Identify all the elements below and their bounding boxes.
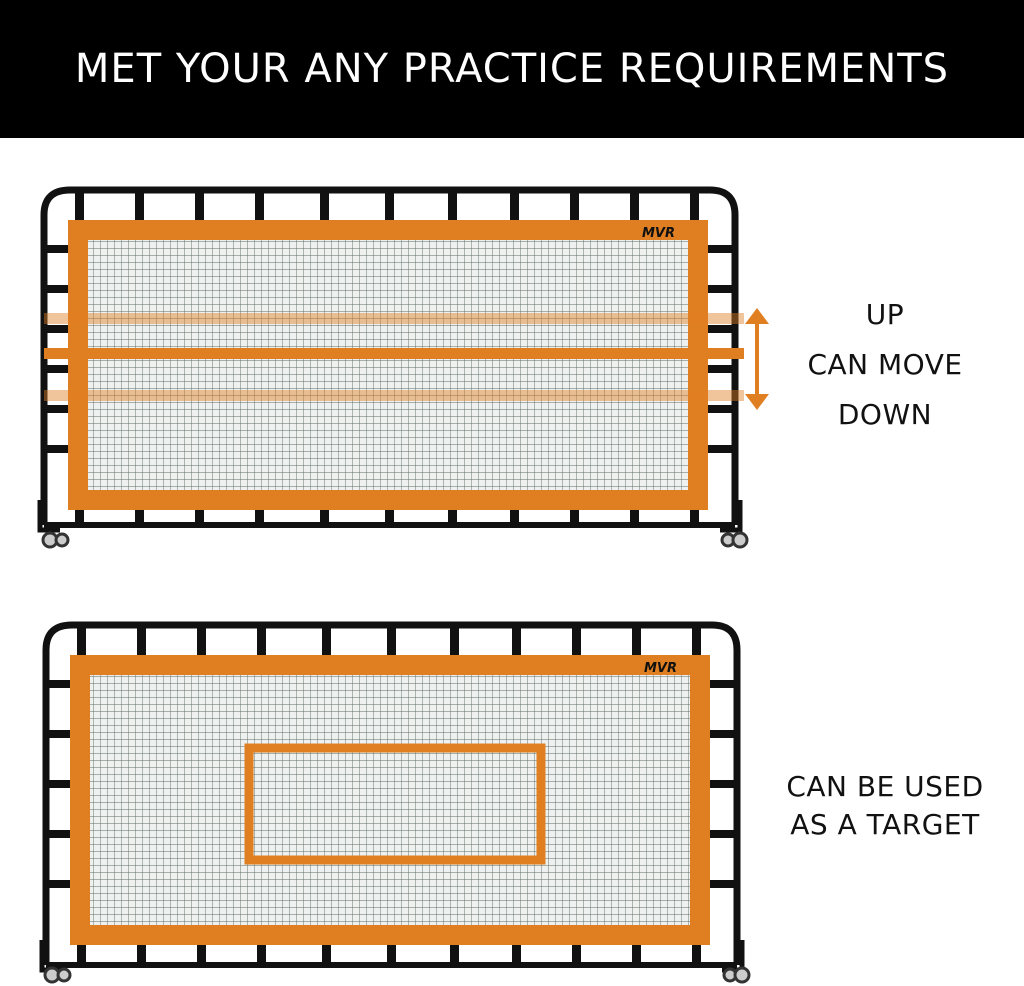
wheel-icon: [41, 531, 70, 549]
caption-target: CAN BE USED AS A TARGET: [765, 768, 1005, 844]
caption-line: AS A TARGET: [790, 808, 980, 841]
caption-line: CAN MOVE: [807, 348, 963, 381]
rebounder-target-illustration: MVR: [39, 621, 751, 984]
strap-ghost-upper: [44, 313, 744, 324]
wheel-icon: [720, 531, 749, 549]
wheel-icon: [43, 966, 72, 984]
caption-can-move: UP CAN MOVE DOWN: [770, 290, 1000, 440]
caption-line: CAN BE USED: [786, 770, 984, 803]
net-mesh: [90, 675, 690, 925]
rebounder-adjustable-illustration: MVR: [37, 186, 749, 549]
page-title: MET YOUR ANY PRACTICE REQUIREMENTS: [74, 46, 950, 92]
caption-line: UP: [865, 298, 905, 331]
double-vertical-arrow-icon: [740, 308, 774, 410]
header-bar: MET YOUR ANY PRACTICE REQUIREMENTS: [0, 0, 1024, 138]
strap-ghost-lower: [44, 390, 744, 401]
target-zone: [244, 743, 546, 865]
brand-logo: MVR: [642, 226, 675, 241]
rebounder-target: MVR: [30, 620, 760, 986]
caption-line: DOWN: [837, 398, 933, 431]
adjustable-strap: [44, 348, 744, 359]
wheel-icon: [722, 966, 751, 984]
rebounder-adjustable: MVR: [30, 185, 760, 555]
net-mesh: [88, 240, 688, 490]
brand-logo: MVR: [644, 661, 677, 676]
